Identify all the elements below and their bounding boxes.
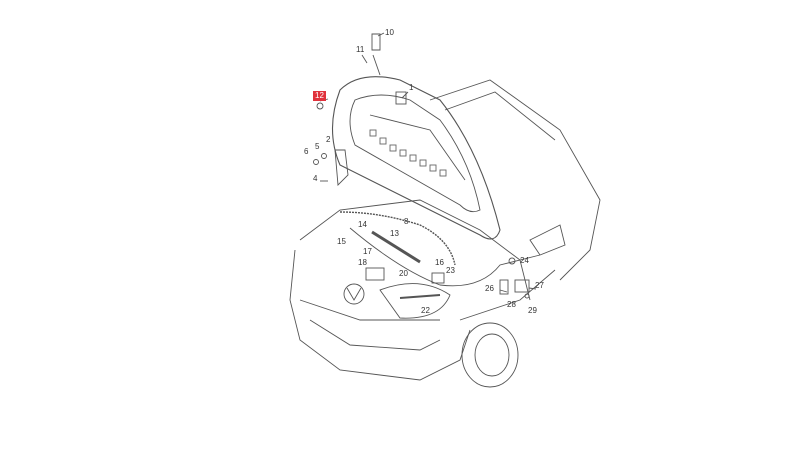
- callout-6: 6: [304, 147, 309, 156]
- callout-24: 24: [520, 256, 529, 265]
- callout-16: 16: [435, 258, 444, 267]
- callout-28: 28: [507, 300, 516, 309]
- callout-14: 14: [358, 220, 367, 229]
- callout-5: 5: [315, 142, 320, 151]
- callout-4: 4: [313, 174, 318, 183]
- callout-13: 13: [390, 229, 399, 238]
- callout-20: 20: [399, 269, 408, 278]
- callout-29: 29: [528, 306, 537, 315]
- callout-8: 8: [404, 217, 409, 226]
- callout-15: 15: [337, 237, 346, 246]
- callout-23: 23: [446, 266, 455, 275]
- callout-27: 27: [535, 281, 544, 290]
- callout-10: 10: [385, 28, 394, 37]
- callout-17: 17: [363, 247, 372, 256]
- callout-11: 11: [356, 45, 365, 54]
- callout-18: 18: [358, 258, 367, 267]
- callout-1: 1: [409, 83, 414, 92]
- callout-12-highlighted[interactable]: 12: [313, 91, 326, 101]
- callout-26: 26: [485, 284, 494, 293]
- callout-22: 22: [421, 306, 430, 315]
- callout-2: 2: [326, 135, 331, 144]
- vw-logo-icon: [343, 283, 365, 305]
